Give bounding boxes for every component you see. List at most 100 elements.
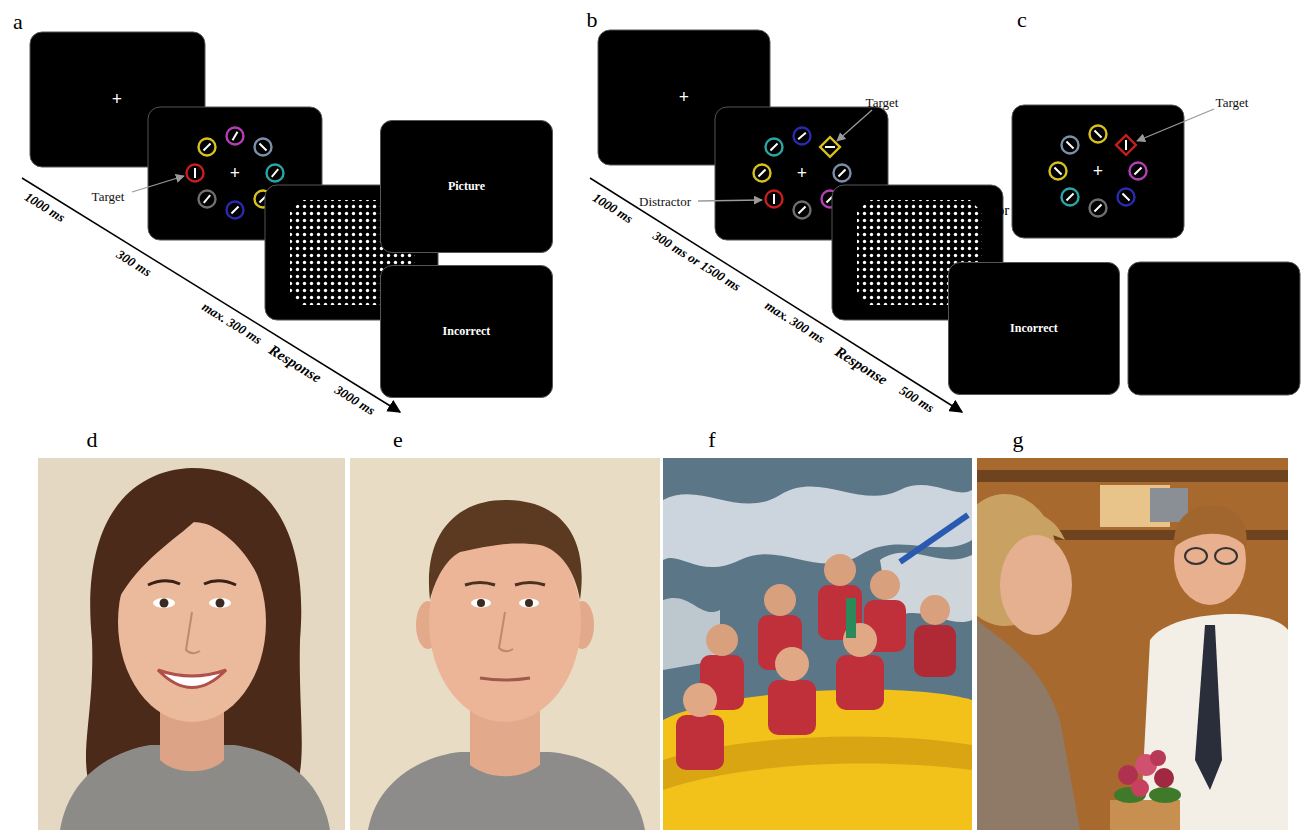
timing-label: 500 ms	[898, 384, 937, 415]
scene-photo	[818, 585, 862, 640]
search-item	[227, 202, 244, 219]
search-array-screen	[1012, 105, 1184, 238]
search-item	[754, 165, 771, 182]
scene-photo	[1174, 506, 1247, 548]
scene-photo	[900, 515, 968, 562]
screen-box: Incorrect	[380, 265, 553, 398]
search-item	[1050, 163, 1067, 180]
search-item	[199, 191, 216, 208]
search-item	[1094, 130, 1101, 137]
search-item	[227, 128, 244, 145]
fixation-cross: +	[112, 90, 122, 108]
callout-label: Target	[866, 96, 899, 109]
search-item	[834, 165, 851, 182]
search-item	[1050, 163, 1067, 180]
face-photo	[477, 599, 485, 607]
search-item	[233, 132, 238, 141]
target-item	[194, 168, 196, 178]
timing-label: max. 300 ms	[763, 299, 827, 346]
face-photo	[204, 581, 236, 585]
scene-photo	[1195, 625, 1222, 790]
scene-photo	[977, 620, 1080, 830]
face-photo	[465, 583, 495, 586]
face-photo	[471, 599, 491, 608]
target-item	[187, 165, 204, 182]
target-item	[825, 146, 835, 148]
face-photo	[525, 599, 533, 607]
timing-label: Response	[833, 345, 890, 389]
fixation-cross: +	[230, 164, 240, 182]
search-item	[1090, 126, 1107, 143]
search-item	[1090, 126, 1107, 143]
timing-label: 1000 ms	[23, 190, 68, 224]
search-item	[1062, 189, 1079, 206]
timeline-arrow	[22, 178, 400, 412]
screen-text: Incorrect	[1010, 321, 1058, 335]
screen-box: Picture	[380, 120, 553, 253]
face-photo	[117, 490, 268, 600]
leader-arrow	[698, 200, 762, 201]
face-photo	[86, 468, 302, 800]
face-photo	[350, 458, 660, 830]
search-item	[231, 206, 238, 213]
scene-photo	[836, 655, 884, 710]
blank-screen	[1128, 262, 1300, 395]
timing-label: 1000 ms	[590, 190, 635, 225]
scene-photo	[977, 470, 1288, 482]
timing-label: 300 ms	[115, 247, 154, 278]
search-item	[766, 139, 783, 156]
panel-letter: e	[393, 429, 403, 451]
search-item	[255, 139, 272, 156]
face-photo	[186, 612, 200, 653]
scene-photo	[1150, 488, 1188, 522]
search-item	[1130, 163, 1147, 180]
face-photo	[350, 458, 660, 830]
search-item	[794, 202, 811, 219]
screen-box: Incorrect	[948, 262, 1120, 395]
search-item	[754, 165, 771, 182]
search-item	[259, 143, 266, 150]
panel-letter: b	[587, 9, 598, 31]
face-photo	[216, 599, 225, 608]
search-item	[1066, 141, 1073, 148]
target-item	[1125, 140, 1127, 150]
panel-letter: f	[708, 429, 715, 451]
timing-label: Response	[266, 343, 324, 386]
screen-text: Picture	[448, 179, 485, 193]
search-item	[199, 191, 216, 208]
timeline-arrow	[590, 178, 962, 412]
face-photo	[519, 599, 539, 608]
search-item	[1090, 200, 1107, 217]
scene-photo	[920, 595, 950, 625]
scene-photo	[775, 647, 809, 681]
leader-arrow	[837, 110, 872, 141]
search-item	[227, 202, 244, 219]
scene-photo	[846, 598, 856, 638]
leader-arrow	[1137, 109, 1214, 141]
scene-photo	[706, 624, 738, 656]
face-photo	[160, 599, 169, 608]
scene-photo	[1185, 548, 1207, 564]
search-item	[203, 143, 210, 150]
search-item	[1066, 193, 1073, 200]
scene-photo	[1131, 779, 1149, 797]
leader-arrow	[132, 176, 184, 192]
target-item	[1116, 135, 1136, 155]
scene-photo	[764, 584, 796, 616]
scene-photo	[1110, 800, 1180, 830]
search-item	[204, 195, 210, 203]
search-item	[794, 202, 811, 219]
target-item	[820, 137, 840, 157]
search-item	[1122, 193, 1129, 200]
search-item	[267, 165, 284, 182]
scene-photo	[663, 485, 972, 567]
blank-screen	[1128, 262, 1300, 395]
scene-photo	[995, 512, 1065, 545]
panel-letter: d	[87, 429, 98, 451]
target-item	[820, 137, 840, 157]
search-item	[1090, 200, 1107, 217]
search-item	[1134, 167, 1141, 174]
search-item	[272, 169, 278, 177]
scene-photo	[1215, 548, 1237, 564]
